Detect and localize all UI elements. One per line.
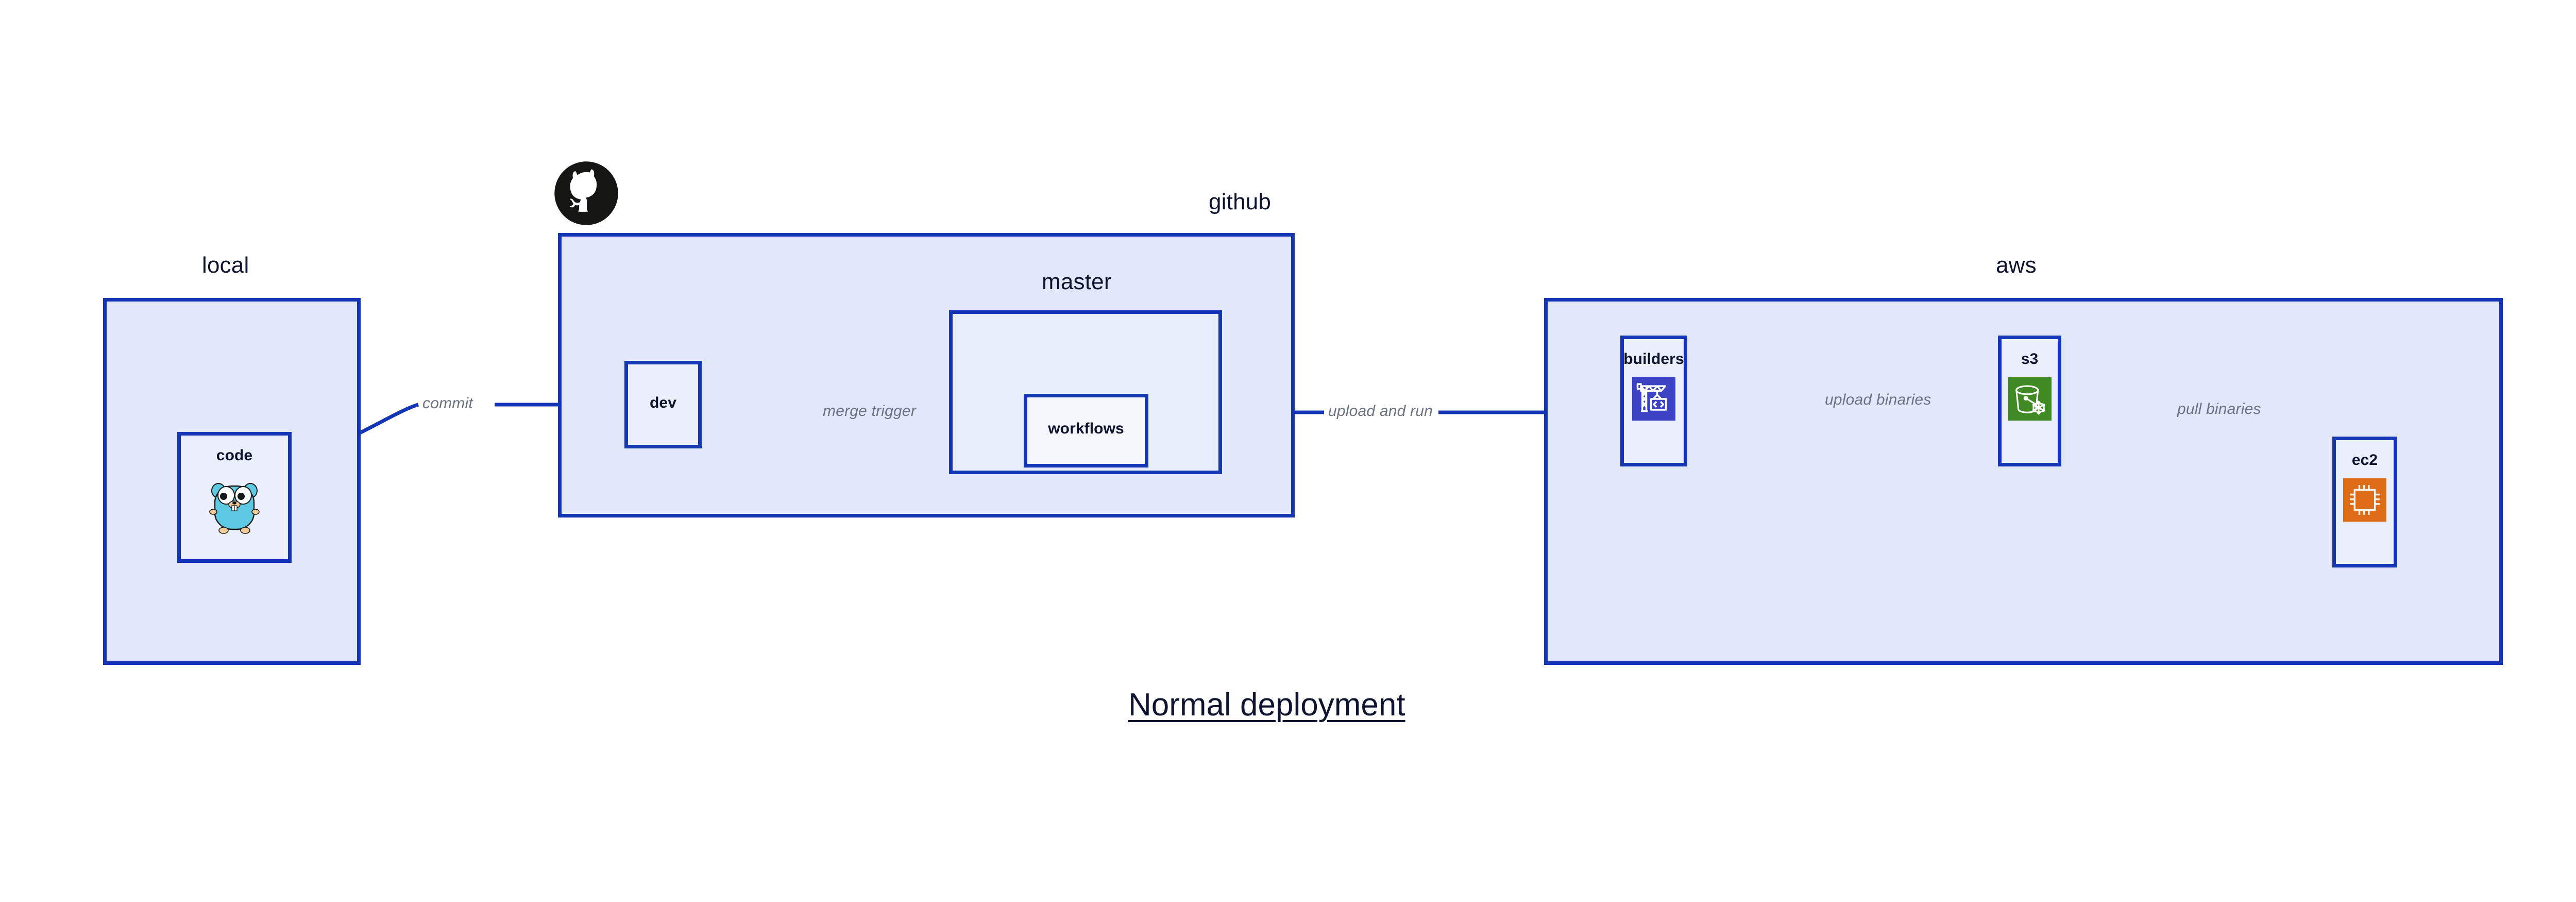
github-octocat-icon: [554, 161, 619, 228]
node-ec2[interactable]: ec2: [2332, 437, 2397, 567]
group-master-label: master: [1042, 269, 1112, 294]
node-builders-label: builders: [1623, 350, 1684, 368]
node-dev-label: dev: [650, 394, 676, 411]
edge-label-merge-trigger: merge trigger: [823, 403, 917, 420]
group-github-label: github: [1209, 189, 1272, 214]
diagram-title: Normal deployment: [1128, 687, 1405, 723]
aws-s3-bucket-icon: [2008, 377, 2052, 423]
node-code-label: code: [216, 447, 253, 464]
node-code[interactable]: code: [177, 432, 292, 563]
node-dev[interactable]: dev: [624, 361, 702, 448]
edge-label-pull-binaries: pull binaries: [2177, 400, 2261, 417]
node-builders[interactable]: builders: [1620, 336, 1687, 466]
edge-label-commit: commit: [422, 395, 473, 412]
node-ec2-label: ec2: [2351, 452, 2378, 469]
group-local-label: local: [202, 253, 249, 278]
edge-label-upload-and-run: upload and run: [1328, 403, 1433, 420]
aws-builders-crane-icon: [1632, 377, 1675, 423]
node-s3[interactable]: s3: [1998, 336, 2061, 466]
go-gopher-icon: [207, 474, 262, 537]
node-workflows[interactable]: workflows: [1024, 394, 1148, 467]
node-s3-label: s3: [2021, 350, 2039, 368]
aws-ec2-chip-icon: [2343, 478, 2386, 524]
node-workflows-label: workflows: [1048, 420, 1124, 437]
group-aws-label: aws: [1996, 253, 2037, 278]
edge-label-upload-binaries: upload binaries: [1825, 391, 1931, 408]
